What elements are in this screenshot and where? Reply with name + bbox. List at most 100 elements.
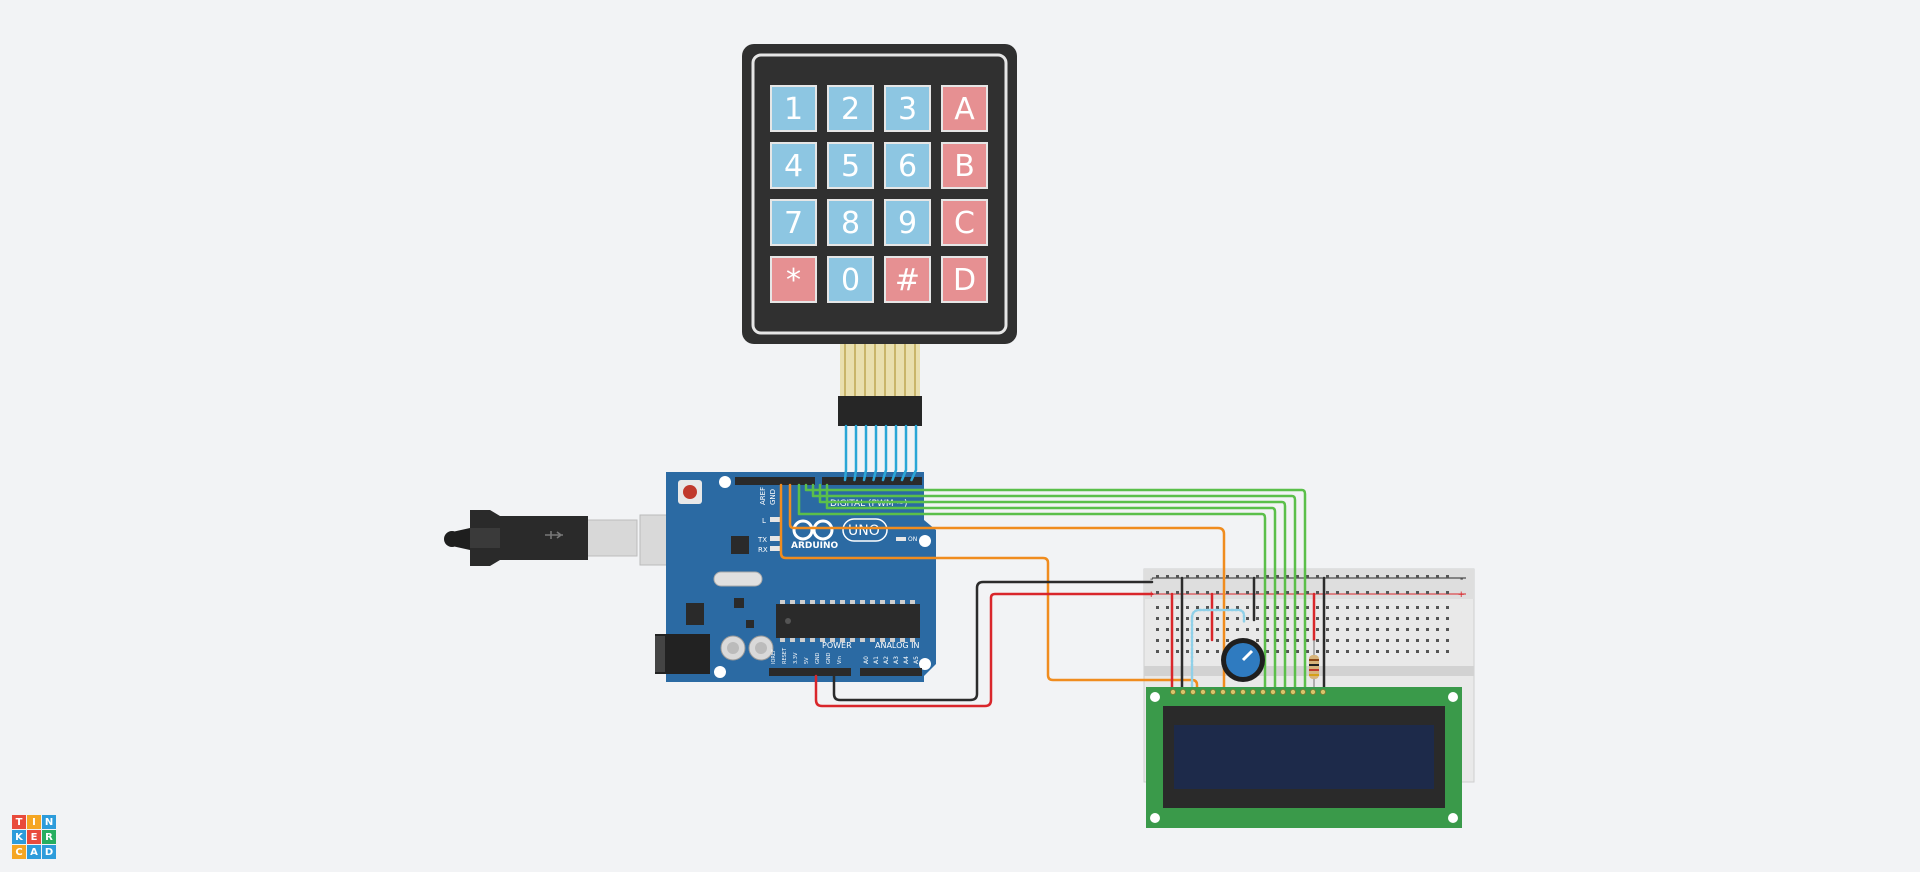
label-power: POWER (822, 641, 852, 650)
keypad-key-4[interactable]: 4 (770, 142, 817, 189)
wire-green-4[interactable] (825, 483, 1277, 696)
wire-blue-keypad[interactable] (853, 424, 858, 482)
keypad-key-face (827, 85, 874, 132)
usb-cable[interactable] (444, 510, 638, 566)
keypad-key-label: 6 (898, 149, 917, 184)
wire-blue-keypad[interactable] (910, 424, 918, 482)
keypad-key-8[interactable]: 8 (827, 199, 874, 246)
keypad-key-label: D (953, 263, 976, 298)
wire-orange-1[interactable] (788, 483, 1226, 696)
arduino-uno-board[interactable]: DIGITAL (PWM ~) AREF GND L TX RX ARDUINO… (655, 472, 936, 682)
crystal (713, 571, 763, 587)
wires[interactable] (779, 424, 1326, 708)
voltage-regulator (686, 603, 704, 625)
wire-green-2[interactable] (811, 483, 1297, 696)
power-header[interactable] (769, 668, 851, 676)
wire-red-5v[interactable] (814, 592, 1154, 708)
arduino-infinity-logo (792, 519, 834, 541)
wire-black-gnd[interactable] (832, 580, 1154, 702)
keypad-key-C[interactable]: C (941, 199, 988, 246)
keypad-key-3[interactable]: 3 (884, 85, 931, 132)
keypad-key-label: 7 (784, 206, 803, 241)
keypad-key-star[interactable]: * (770, 256, 817, 303)
rail-minus-label: - (1150, 574, 1153, 585)
logo-letter: N (42, 815, 56, 829)
keypad-key-label: 0 (841, 263, 860, 298)
wire-blue-keypad[interactable] (872, 424, 878, 482)
keypad-connector (838, 396, 922, 426)
keypad-key-face (884, 256, 931, 303)
arduino-model-label: UNO (848, 523, 880, 539)
arduino-brand-label: ARDUINO (791, 541, 839, 551)
keypad-key-A[interactable]: A (941, 85, 988, 132)
wire-green-1[interactable] (804, 483, 1307, 696)
wire-blue-keypad[interactable] (862, 424, 868, 482)
power-pin-label: Vin (837, 656, 843, 664)
usb-plug-body (470, 510, 588, 566)
atmega-chip (776, 604, 920, 638)
keypad-key-7[interactable]: 7 (770, 199, 817, 246)
keypad-key-label: 8 (841, 206, 860, 241)
keypad-key-label: 3 (898, 92, 917, 127)
keypad-key-5[interactable]: 5 (827, 142, 874, 189)
keypad-key-2[interactable]: 2 (827, 85, 874, 132)
analog-header[interactable] (860, 668, 922, 676)
wire-blue-keypad[interactable] (900, 424, 908, 482)
keypad-key-face (827, 199, 874, 246)
keypad-key-B[interactable]: B (941, 142, 988, 189)
keypad-key-face (941, 199, 988, 246)
digital-header-right[interactable] (822, 477, 922, 485)
wire-green-5[interactable] (797, 483, 1267, 696)
keypad-key-9[interactable]: 9 (884, 199, 931, 246)
lcd-screen (1174, 725, 1434, 789)
analog-pin-label: A5 (913, 656, 920, 664)
svg-text:+: + (1458, 589, 1464, 601)
keypad-key-face (770, 199, 817, 246)
keypad-key-D[interactable]: D (941, 256, 988, 303)
wire-blue-keypad[interactable] (843, 424, 848, 482)
keypad-key-face (770, 85, 817, 132)
keypad-key-face (884, 85, 931, 132)
analog-pin-label: A1 (873, 656, 880, 664)
usb-chip (731, 536, 749, 554)
usb-icon (545, 531, 563, 539)
potentiometer[interactable] (1221, 638, 1265, 682)
label-rx: RX (758, 546, 768, 554)
power-pin-label: 5V (804, 657, 810, 664)
keypad-key-face (941, 85, 988, 132)
keypad-key-face (827, 142, 874, 189)
analog-pin-label: A3 (893, 656, 900, 664)
keypad-key-face (770, 142, 817, 189)
keypad-key-label: C (954, 206, 975, 241)
resistor[interactable] (1309, 640, 1319, 690)
uno-badge (842, 518, 888, 542)
keypad-key-label: 2 (841, 92, 860, 127)
keypad-key-6[interactable]: 6 (884, 142, 931, 189)
wire-green-3[interactable] (818, 483, 1287, 696)
label-analog: ANALOG IN (875, 641, 920, 650)
wire-blue-keypad[interactable] (881, 424, 888, 482)
logo-letter: T (12, 815, 26, 829)
keypad-key-hash[interactable]: # (884, 256, 931, 303)
keypad-key-label: 4 (784, 149, 803, 184)
digital-header-left[interactable] (735, 477, 815, 485)
wire-orange-2[interactable] (779, 483, 1199, 696)
lcd-16x2[interactable] (1146, 687, 1462, 828)
label-l: L (762, 517, 766, 525)
wire-blue-keypad[interactable] (891, 424, 898, 482)
keypad-key-1[interactable]: 1 (770, 85, 817, 132)
usb-b-plug-metal (585, 520, 637, 556)
svg-text:-: - (1460, 574, 1463, 585)
keypad-key-0[interactable]: 0 (827, 256, 874, 303)
keypad-ribbon-cable (840, 344, 920, 398)
analog-pin-label: A0 (863, 656, 870, 664)
logo-letter: A (27, 845, 41, 859)
keypad-key-face (827, 256, 874, 303)
keypad-key-face (884, 199, 931, 246)
keypad-key-face (884, 142, 931, 189)
wire-blue-pot[interactable] (1190, 608, 1246, 692)
